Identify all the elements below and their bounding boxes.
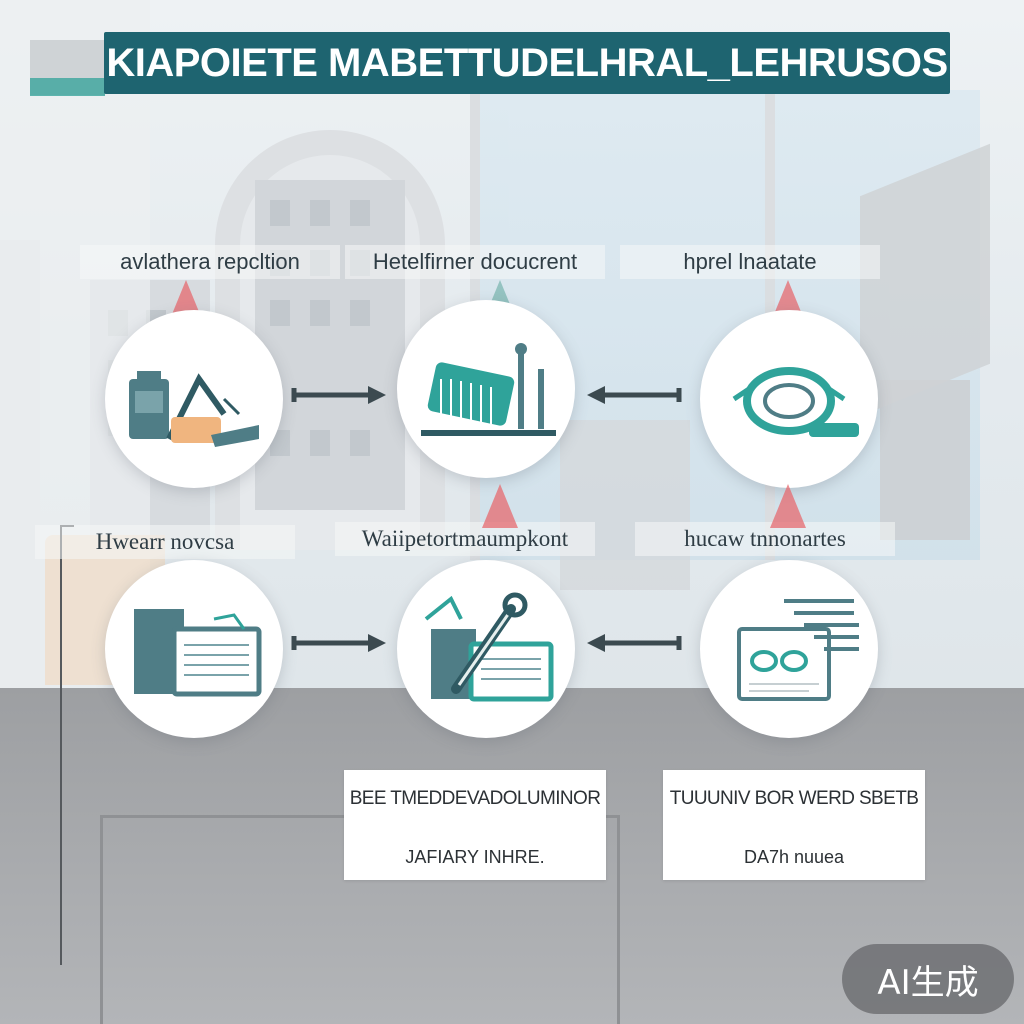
background-teal-strip [30, 78, 105, 96]
ring-device-icon [732, 367, 859, 437]
step-label: hucaw tnnonartes [635, 522, 895, 556]
info-box: TUUUNIV BOR WERD SBETB DA7h nuuea [663, 770, 925, 880]
step-marker [770, 484, 806, 528]
step-label: Hwearr novcsa [35, 525, 295, 559]
background-building [560, 420, 690, 590]
background-guide-line [60, 525, 62, 965]
site-inspection-icon [129, 371, 259, 447]
step-node [397, 560, 575, 738]
step-node [700, 310, 878, 488]
info-box-subtext: JAFIARY INHRE. [405, 847, 545, 867]
info-box: BEE TMEDDEVADOLUMINOR JAFIARY INHRE. [344, 770, 606, 880]
flow-arrow [290, 384, 388, 406]
badge-label: AI生成 [877, 962, 979, 1003]
page-title: KIAPOIETE MABETTUDELHRAL_LEHRUSOS [106, 40, 948, 85]
info-box-heading: BEE TMEDDEVADOLUMINOR [349, 788, 601, 809]
step-label: avlathera repcltion [80, 245, 340, 279]
step-marker [482, 484, 518, 528]
title-banner: KIAPOIETE MABETTUDELHRAL_LEHRUSOS [104, 32, 950, 94]
step-node [397, 300, 575, 478]
step-label: hprel lnaatate [620, 245, 880, 279]
flow-arrow [585, 632, 683, 654]
step-node [105, 310, 283, 488]
flow-arrow [290, 632, 388, 654]
step-label: Hetelfirner docucrent [345, 245, 605, 279]
ai-generated-badge: AI生成 [842, 944, 1014, 1014]
step-node [700, 560, 878, 738]
flow-arrow [585, 384, 683, 406]
folder-stack-icon [134, 609, 262, 697]
info-box-heading: TUUUNIV BOR WERD SBETB [669, 788, 919, 809]
background-building [255, 180, 405, 510]
step-label: Waiipetortmaumpkont [335, 522, 595, 556]
report-sheet-icon [737, 599, 859, 701]
background-building [880, 380, 970, 540]
document-machine-icon [421, 343, 556, 436]
step-node [105, 560, 283, 738]
info-box-subtext: DA7h nuuea [743, 847, 845, 867]
tools-repair-icon [424, 592, 554, 702]
